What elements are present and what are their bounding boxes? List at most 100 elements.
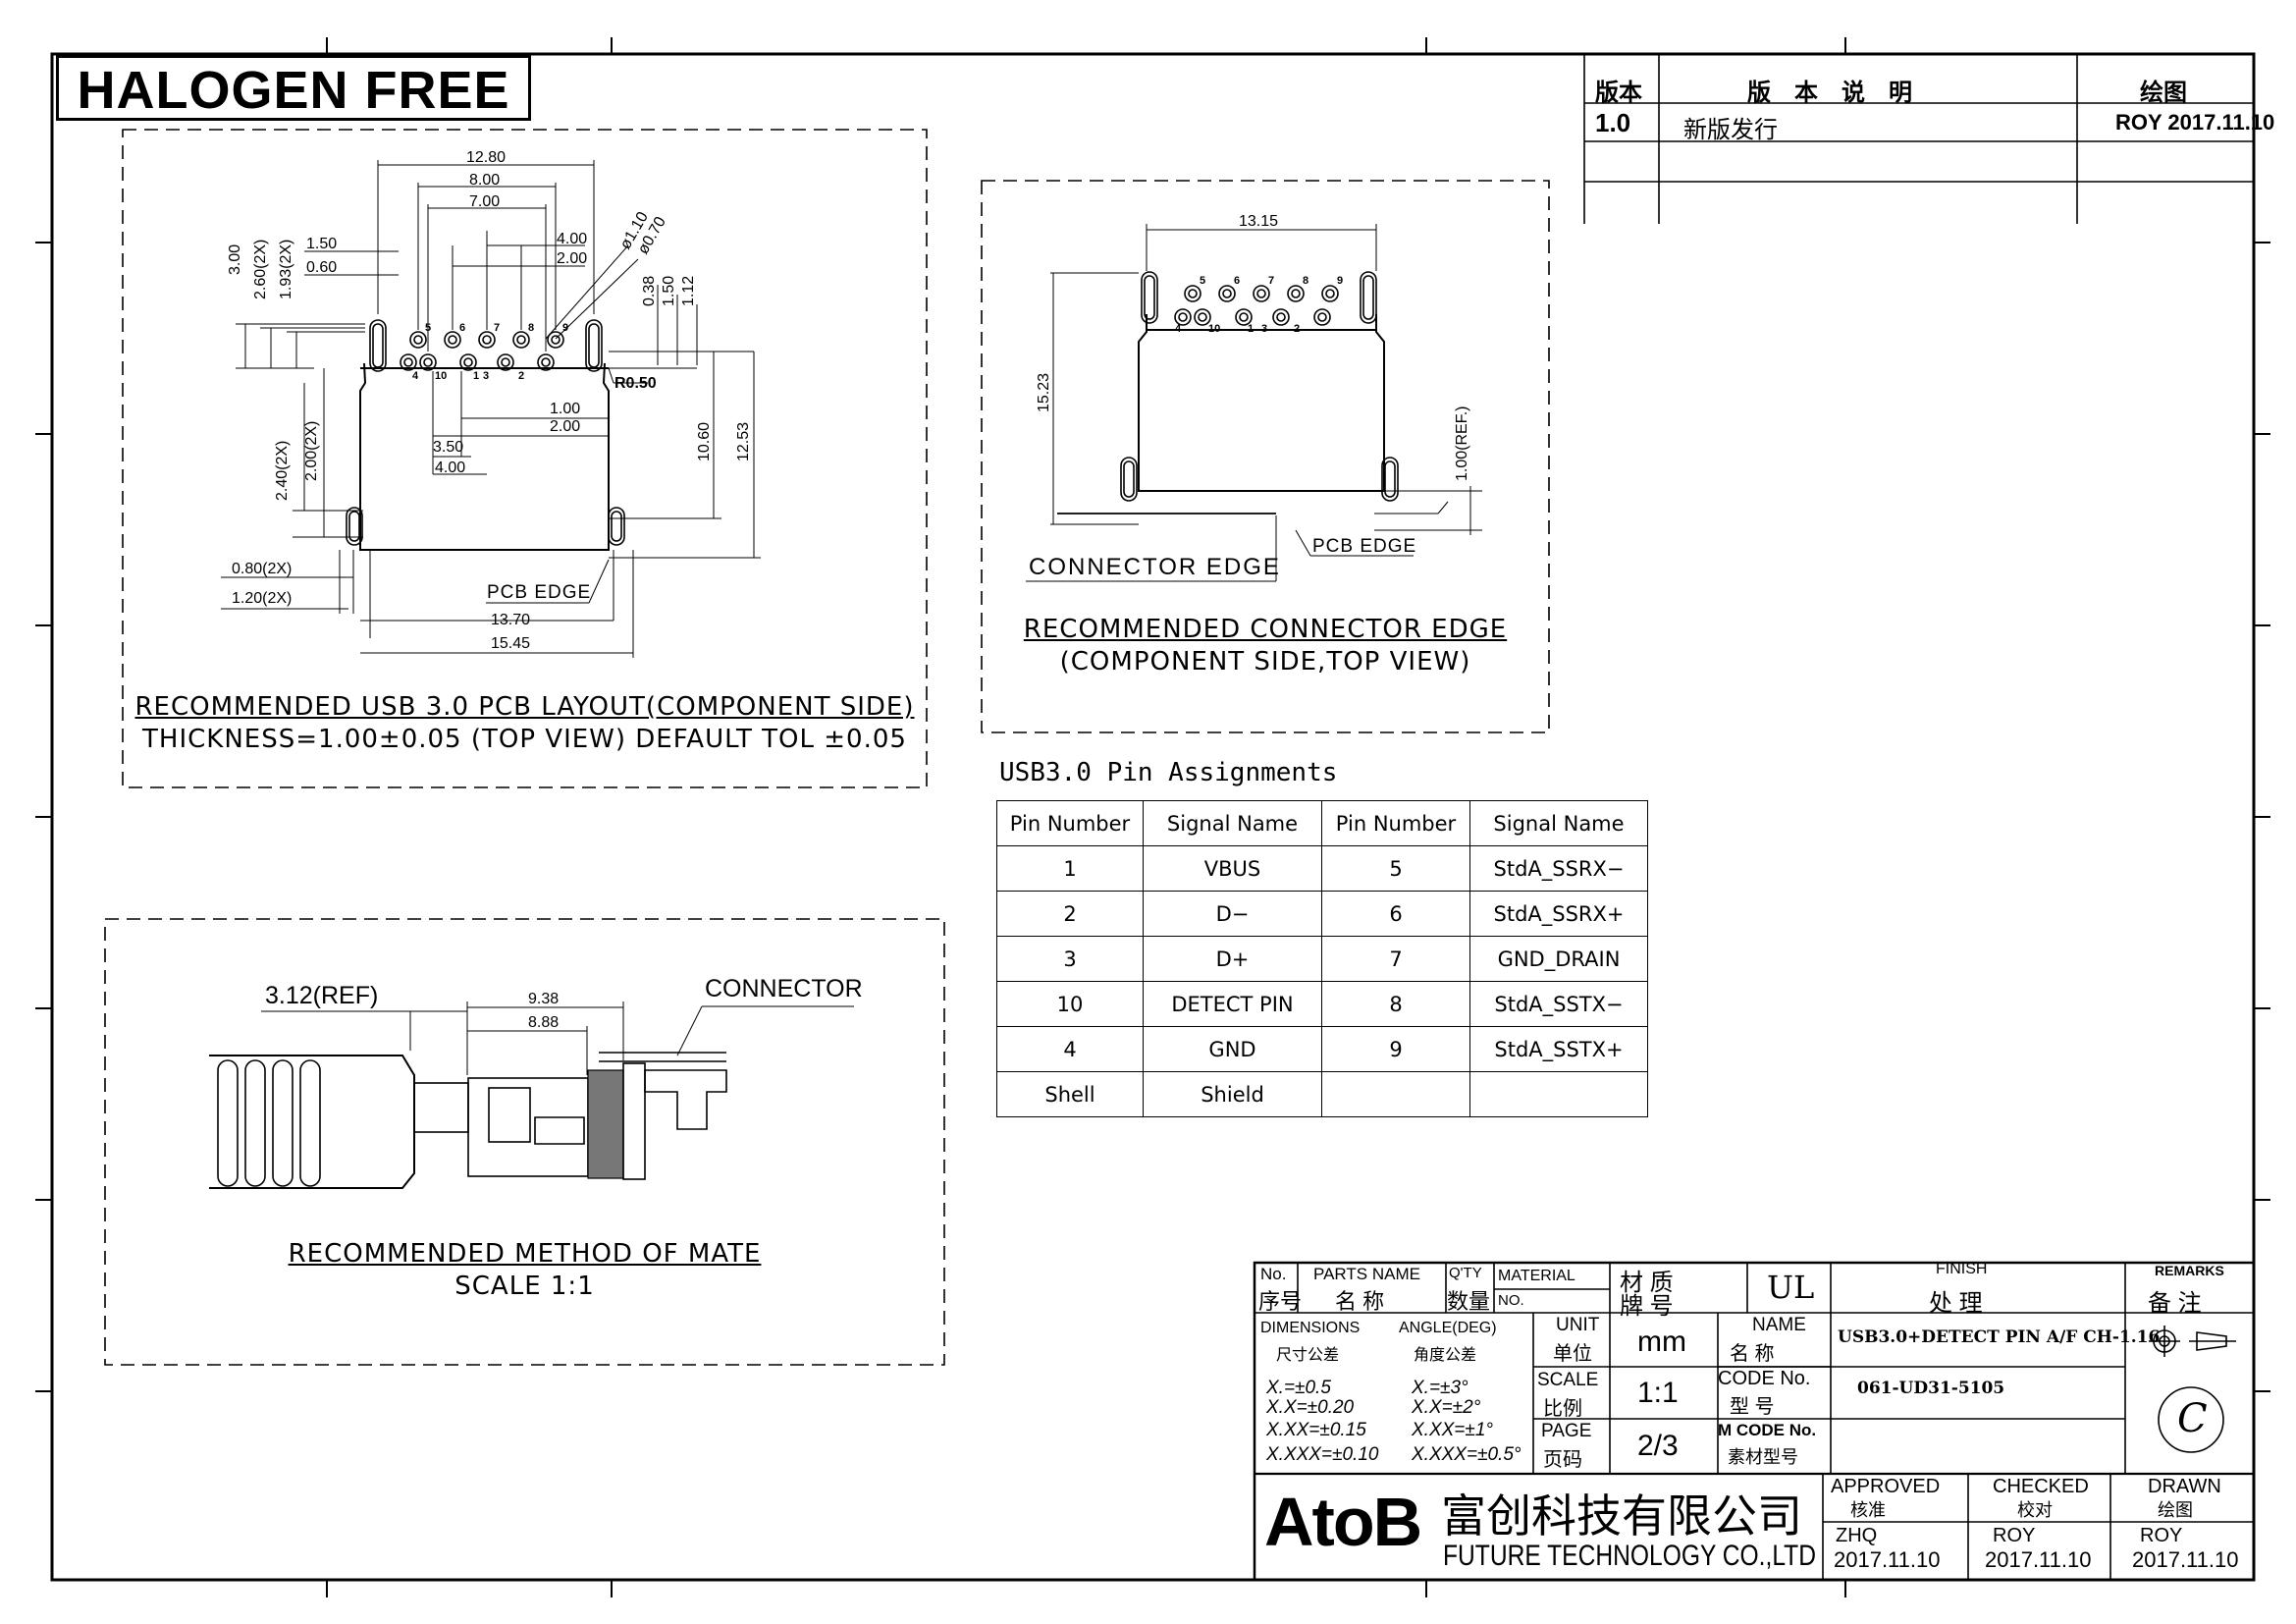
tb-brand-cn: 牌 号 bbox=[1620, 1293, 1674, 1320]
pin-label: 4 bbox=[1175, 323, 1182, 335]
pin-table-title: USB3.0 Pin Assignments bbox=[999, 758, 1338, 787]
table-cell: 7 bbox=[1321, 936, 1470, 982]
tb-ang-xxx: X.XX=±1° bbox=[1412, 1420, 1493, 1440]
tb-checked-by: ROY bbox=[1993, 1525, 2036, 1546]
table-cell: 1 bbox=[996, 845, 1144, 892]
pin-label: 8 bbox=[1303, 275, 1308, 287]
tb-mcode-cn: 素材型号 bbox=[1728, 1447, 1798, 1467]
table-cell: D− bbox=[1143, 891, 1322, 937]
dim-7-00: 7.00 bbox=[469, 193, 500, 210]
tb-approved-by: ZHQ bbox=[1836, 1525, 1878, 1546]
tb-tol-xx: X.X=±0.20 bbox=[1266, 1397, 1355, 1418]
tb-no-cn: 序号 bbox=[1258, 1289, 1303, 1314]
table-cell: DETECT PIN bbox=[1143, 981, 1322, 1027]
tb-ang-xx: X.X=±2° bbox=[1412, 1397, 1481, 1418]
table-cell: 4 bbox=[996, 1026, 1144, 1072]
table-cell: GND bbox=[1143, 1026, 1322, 1072]
dim-1-50-v: 1.50 bbox=[661, 276, 677, 306]
pin-label: 7 bbox=[1268, 275, 1274, 287]
dim-1-00-ref: 1.00(REF.) bbox=[1454, 406, 1470, 481]
layout-view-subcaption: THICKNESS=1.00±0.05 (TOP VIEW) DEFAULT T… bbox=[142, 725, 907, 754]
table-header-row: Pin Number Signal Name Pin Number Signal… bbox=[996, 800, 1648, 846]
title-block-lines bbox=[1253, 1261, 2256, 1582]
dim-13-15: 13.15 bbox=[1239, 213, 1278, 230]
tb-approved-date: 2017.11.10 bbox=[1834, 1547, 1941, 1572]
tb-unit-en: UNIT bbox=[1556, 1315, 1600, 1335]
dim-r0-50: R0.50 bbox=[614, 375, 657, 392]
tb-revision-letter: C bbox=[2177, 1396, 2208, 1441]
revision-row-drawn: ROY 2017.11.10 bbox=[2115, 110, 2275, 135]
dim-15-45: 15.45 bbox=[491, 635, 530, 652]
dim-10-60: 10.60 bbox=[696, 422, 713, 461]
dim-0-60: 0.60 bbox=[306, 259, 337, 276]
revision-header-version: 版本 bbox=[1595, 78, 1642, 106]
dim-2-00-v: 2.00(2X) bbox=[303, 421, 320, 481]
connector-view-frame bbox=[981, 180, 1550, 733]
company-name-cn: 富创科技有限公司 bbox=[1441, 1490, 1802, 1542]
pin-label: 9 bbox=[1337, 275, 1343, 287]
pin-label: 10 bbox=[1208, 323, 1220, 335]
pin-label: 10 bbox=[435, 370, 447, 382]
pcb-edge-label-connector: PCB EDGE bbox=[1312, 536, 1416, 557]
table-cell: 3 bbox=[996, 936, 1144, 982]
tb-material-no: NO. bbox=[1498, 1292, 1524, 1309]
tb-tol-x: X.=±0.5 bbox=[1266, 1378, 1331, 1398]
revision-table-lines bbox=[1583, 54, 2254, 224]
tb-ul: UL bbox=[1767, 1269, 1815, 1306]
connector-edge-label: CONNECTOR EDGE bbox=[1029, 554, 1281, 580]
table-cell: 5 bbox=[1321, 845, 1470, 892]
dim-0-38: 0.38 bbox=[641, 276, 658, 306]
table-cell: 9 bbox=[1321, 1026, 1470, 1072]
pcb-layout-drawing bbox=[221, 160, 761, 658]
tb-approved-cn: 核准 bbox=[1850, 1500, 1886, 1520]
tb-drawn-by: ROY bbox=[2140, 1525, 2183, 1546]
dim-1-12: 1.12 bbox=[680, 276, 697, 306]
dim-3-50: 3.50 bbox=[433, 439, 463, 456]
tb-tol-xxxx: X.XXX=±0.10 bbox=[1266, 1444, 1379, 1465]
tb-material-en: MATERIAL bbox=[1498, 1268, 1575, 1284]
pin-label: 3 bbox=[483, 370, 489, 382]
mate-view-frame bbox=[104, 918, 945, 1366]
dim-2-40: 2.40(2X) bbox=[274, 441, 291, 501]
dim-12-53: 12.53 bbox=[735, 422, 752, 461]
connector-view-subcaption: (COMPONENT SIDE,TOP VIEW) bbox=[1059, 647, 1471, 677]
pin-label: 2 bbox=[518, 370, 524, 382]
dim-3-00: 3.00 bbox=[227, 244, 243, 275]
table-cell: StdA_SSRX+ bbox=[1469, 891, 1648, 937]
tb-remarks-en: REMARKS bbox=[2155, 1263, 2224, 1278]
zone-ticks bbox=[35, 37, 2270, 1597]
table-cell: 8 bbox=[1321, 981, 1470, 1027]
tb-checked-en: CHECKED bbox=[1993, 1476, 2089, 1497]
pin-label: 6 bbox=[1234, 275, 1240, 287]
table-cell: StdA_SSTX+ bbox=[1469, 1026, 1648, 1072]
layout-view-frame bbox=[122, 129, 928, 788]
dim-8-88: 8.88 bbox=[528, 1014, 559, 1031]
mate-view-caption: RECOMMENDED METHOD OF MATE bbox=[288, 1239, 762, 1269]
tb-checked-date: 2017.11.10 bbox=[1985, 1547, 2092, 1572]
tb-ang-x: X.=±3° bbox=[1412, 1378, 1468, 1398]
connector-label: CONNECTOR bbox=[705, 975, 863, 1002]
tb-remarks-cn: 备 注 bbox=[2148, 1290, 2202, 1317]
tb-drawn-date: 2017.11.10 bbox=[2132, 1547, 2239, 1572]
connector-view-caption: RECOMMENDED CONNECTOR EDGE bbox=[1023, 615, 1508, 644]
dim-2-00-b: 2.00 bbox=[550, 418, 580, 435]
dim-0-80: 0.80(2X) bbox=[232, 561, 292, 577]
pin-assignment-table: Pin Number Signal Name Pin Number Signal… bbox=[996, 800, 1648, 1117]
header-cell: Signal Name bbox=[1143, 800, 1322, 846]
tb-name-value: USB3.0+DETECT PIN A/F CH-1.16 bbox=[1838, 1327, 2161, 1347]
pin-label: 4 bbox=[412, 370, 419, 382]
pin-label: 9 bbox=[562, 322, 568, 334]
tb-unit-cn: 单位 bbox=[1553, 1343, 1592, 1365]
table-cell bbox=[1469, 1071, 1648, 1117]
tb-no-en: No. bbox=[1260, 1265, 1287, 1283]
mate-drawing bbox=[209, 1001, 854, 1189]
dim-1-50: 1.50 bbox=[306, 236, 337, 252]
pin-label: 3 bbox=[1261, 323, 1267, 335]
tb-scale-cn: 比例 bbox=[1543, 1398, 1582, 1420]
tb-angle-en: ANGLE(DEG) bbox=[1399, 1320, 1497, 1336]
pin-label: 2 bbox=[1294, 323, 1300, 335]
